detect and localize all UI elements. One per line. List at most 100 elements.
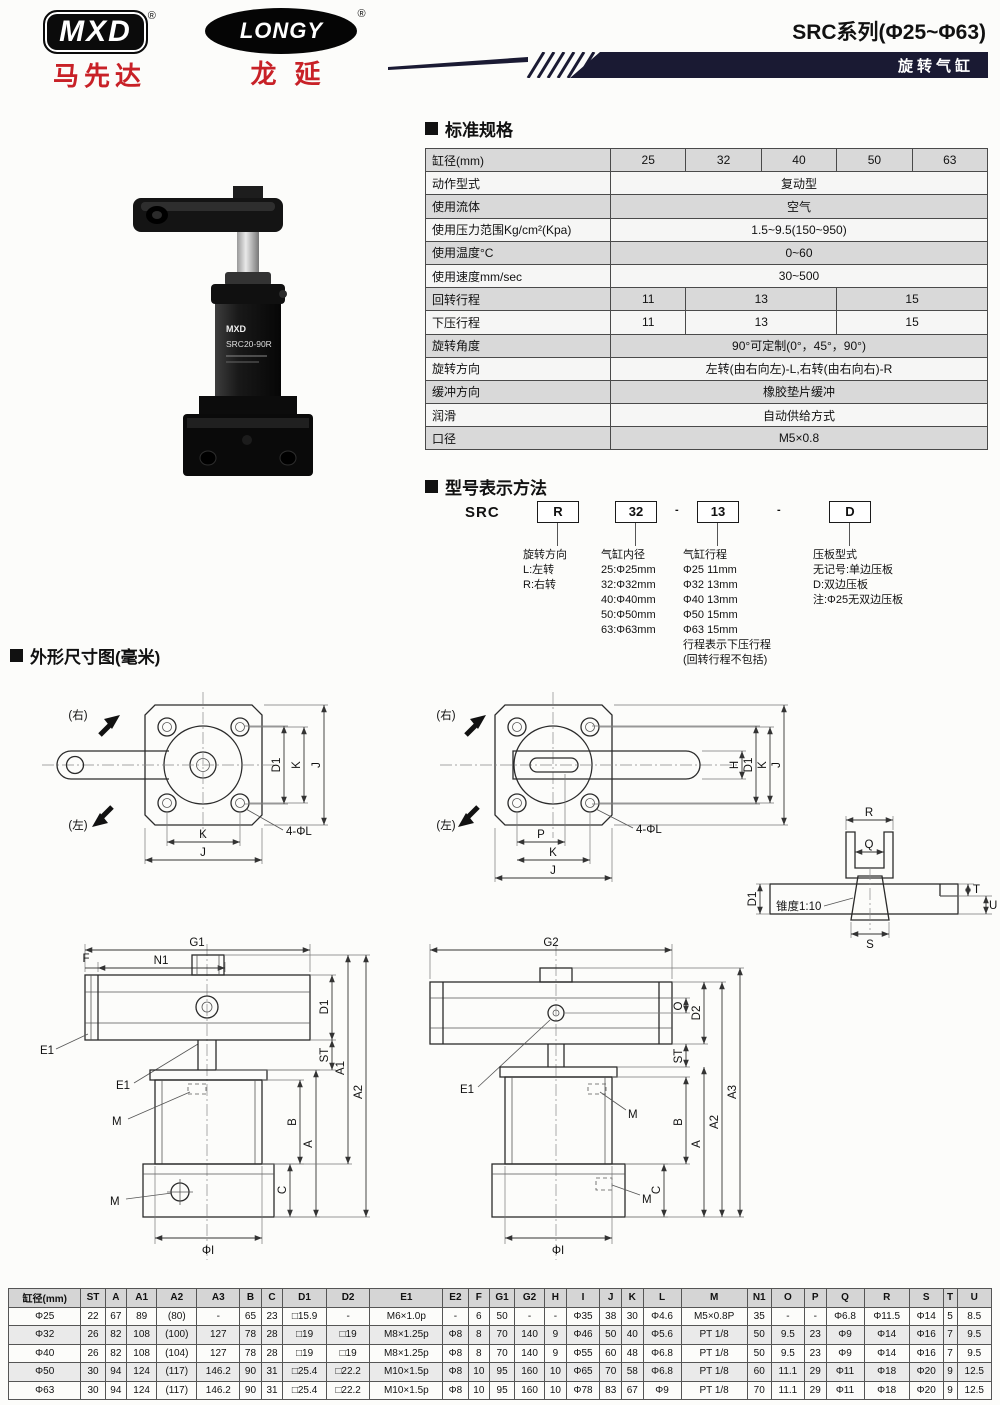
v4-dim-c: C [277,1186,289,1194]
dim-table-cell: Φ11 [825,1362,865,1382]
dim-table-cell: 9 [544,1343,567,1363]
dim-table-cell: M10×1.5p [369,1362,444,1382]
dim-table-cell: Φ9 [825,1343,865,1363]
mxd-registered-mark: ® [147,10,156,22]
legend-line: 63:Φ63mm [601,624,656,636]
drawing-top-view-double-plate: (右) (左) H D1 K J P K J 4-ΦL [436,692,788,882]
model-title-text: 型号表示方法 [445,479,547,498]
v4-dim-phi-i: ΦI [202,1245,214,1257]
spec-row-value: 自动供给方式 [610,403,988,428]
dim-table-cell: M8×1.25p [369,1325,444,1345]
v4-dim-g1: G1 [189,937,204,949]
dim-table-cell: 65 [239,1306,262,1326]
dim-table-cell: 28 [260,1343,284,1363]
section-bullet-icon [425,122,438,135]
model-section-title: 型号表示方法 [425,474,547,499]
dim-table-cell: 78 [239,1343,262,1363]
v3-dim-t: T [973,884,980,896]
dim-table-column-header: J [599,1288,622,1308]
spec-row-cushion: 缓冲方向橡胶垫片缓冲 [425,379,988,405]
mxd-logo: MXD ® 马先达 [12,10,187,93]
v5-dim-b: B [673,1118,685,1126]
legend-line: 注:Φ25无双边压板 [813,594,904,606]
dim-table-cell: 108 [126,1343,158,1363]
dim-table-cell: 50 [489,1306,516,1326]
dim-table-cell: 29 [803,1380,827,1400]
spec-row-label: 旋转方向 [425,356,611,381]
dim-table-cell: 9 [942,1362,958,1382]
model-box-bore: 32 [615,501,657,523]
dim-table-cell: Φ8 [442,1380,469,1400]
product-photo: MXD SRC20-90R [133,186,313,476]
dim-table-cell: 38 [599,1306,622,1326]
v1-dim-d1: D1 [271,758,283,773]
mxd-logo-text: MXD [59,15,132,48]
spec-row-value: 13 [685,310,838,335]
v1-dim-j-bottom: J [200,847,206,859]
spec-section-title: 标准规格 [425,116,513,141]
spec-row-value: 30~500 [610,263,988,289]
dim-table-cell: Φ20 [908,1362,944,1382]
dim-table-cell: □19 [325,1343,371,1363]
dim-table-column-header: A1 [126,1288,158,1308]
model-code-diagram: SRC R 32 - 13 - D 旋转方向 L:左转 R:右转 气缸内径 25… [425,496,990,666]
mxd-chinese-name: 马先达 [52,61,146,91]
longy-logo-text: LONGY [239,18,324,43]
dim-table-cell: - [803,1306,827,1326]
dim-table-cell: 9.5 [770,1325,805,1345]
spec-row-value: 左转(由右向左)-L,右转(由右向右)-R [610,356,988,381]
dim-table-cell: 94 [104,1362,128,1382]
legend-line: Φ63 15mm [683,624,738,636]
v4-callout-m-base: M [110,1196,120,1208]
v5-dim-st: ST [673,1049,685,1064]
v5-callout-e1: E1 [460,1084,474,1096]
spec-row-value: 11 [609,310,687,335]
dim-table-column-header: G2 [514,1288,546,1308]
dim-table-cell: M6×1.0p [369,1306,444,1326]
dim-table-cell: 7 [942,1325,958,1345]
dim-table-cell: 9.5 [956,1325,993,1345]
model-dash-2: - [777,504,781,516]
dim-table-column-header: C [260,1288,284,1308]
v5-dim-o: O [673,1001,685,1010]
v2-dim-d1: D1 [743,758,755,773]
dim-table-cell: 90 [239,1362,262,1382]
dim-table-cell: 124 [126,1380,158,1400]
v5-dim-a3: A3 [727,1085,739,1099]
v2-dim-j-side: J [771,762,783,768]
spec-row-rotary-stroke: 回转行程 11 13 15 [425,287,988,312]
dim-table-cell: 60 [746,1362,772,1382]
v4-dim-b: B [287,1118,299,1126]
dim-table-cell: (100) [156,1325,198,1345]
dim-table-cell: Φ6.8 [642,1343,682,1363]
v4-dim-st: ST [319,1048,331,1063]
v5-dim-c: C [651,1186,663,1194]
dim-table-column-header: M [680,1288,748,1308]
legend-title: 气缸内径 [601,549,645,561]
cylinder-body: MXD SRC20-90R [211,284,287,396]
dim-table-cell: - [544,1306,567,1326]
v3-dim-u: U [989,900,997,912]
dim-table-row-header: Φ63 [7,1380,82,1400]
dim-table-column-header: I [565,1288,601,1308]
dim-table-column-header: Q [825,1288,865,1308]
legend-bore: 气缸内径 25:Φ25mm 32:Φ32mm 40:Φ40mm 50:Φ50mm… [601,548,656,638]
v3-dim-d1: D1 [747,892,759,907]
dim-table-cell: 67 [620,1380,644,1400]
legend-line: (回转行程不包括) [683,654,768,666]
dim-table-cell: 9.5 [956,1343,993,1363]
v2-left-rotation-label: (左) [436,818,455,832]
spec-row-direction: 旋转方向左转(由右向左)-L,右转(由右向右)-R [425,356,988,381]
v3-dim-r: R [865,807,873,819]
spec-row-label: 口径 [425,426,611,451]
dim-table-column-header: P [803,1288,827,1308]
dim-table-cell: PT 1/8 [680,1325,748,1345]
v3-dim-s: S [866,939,874,951]
dim-table-column-header: A3 [196,1288,241,1308]
dim-table-cell: 9 [942,1380,958,1400]
spec-row-label: 使用温度°C [425,240,611,265]
